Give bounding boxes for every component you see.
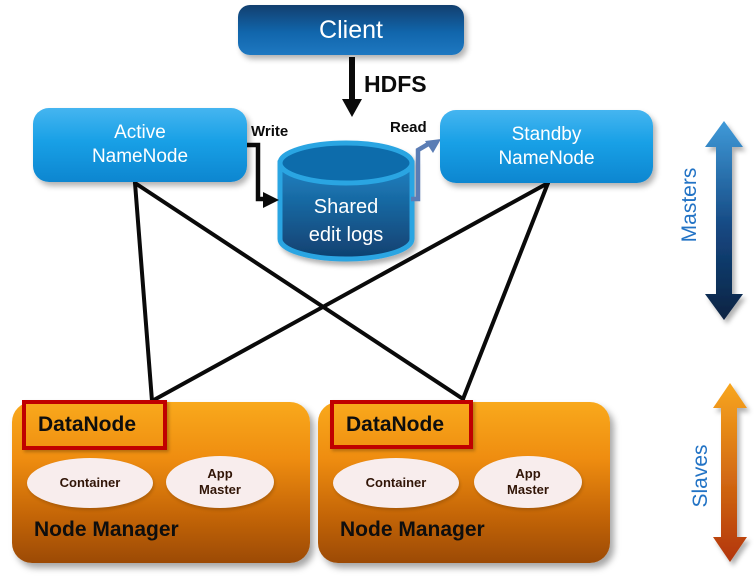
node-manager-label: Node Manager — [340, 518, 485, 541]
app-master-ellipse: App Master — [166, 456, 274, 508]
hdfs-arrowhead-icon — [342, 99, 362, 117]
container-ellipse: Container — [333, 458, 459, 508]
app-master-line1: App — [515, 466, 541, 481]
shared-edit-logs-label: Shared edit logs — [280, 193, 412, 249]
write-arrowhead-icon — [263, 192, 279, 208]
hdfs-arrow — [342, 57, 362, 117]
container-label: Container — [365, 475, 427, 490]
cylinder-top — [277, 140, 415, 186]
standby-to-datanode2-line — [461, 181, 550, 401]
node-manager-label: Node Manager — [34, 518, 179, 541]
client-label: Client — [319, 15, 383, 44]
active-to-datanode1-line — [133, 181, 154, 403]
app-master-line2: Master — [507, 482, 549, 497]
write-arrow — [246, 142, 279, 208]
app-master-ellipse: App Master — [474, 456, 582, 508]
app-master-line2: Master — [199, 482, 241, 497]
masters-label: Masters — [678, 167, 701, 243]
standby-namenode-label: Standby NameNode — [498, 123, 594, 171]
cylinder-body — [277, 160, 415, 262]
active-namenode-line2: NameNode — [91, 146, 189, 167]
shared-edit-logs-line1: Shared — [313, 196, 379, 218]
datanode-highlight-box: DataNode — [22, 400, 167, 450]
read-arrow-shaft — [411, 141, 432, 202]
standby-namenode-line1: Standby — [511, 123, 582, 145]
read-label: Read — [390, 119, 427, 136]
datanode-box-1: DataNode Container App Master Node Manag… — [12, 400, 310, 563]
read-arrowhead-icon — [425, 139, 441, 153]
hdfs-label: HDFS — [364, 71, 427, 97]
active-namenode-line1: Active — [114, 122, 166, 143]
shared-edit-logs-line2: edit logs — [308, 224, 384, 246]
slaves-label: Slaves — [689, 444, 712, 508]
standby-namenode-node: Standby NameNode — [440, 110, 653, 183]
active-namenode-label: Active NameNode — [92, 121, 188, 169]
active-to-datanode2-line — [133, 181, 465, 401]
write-arrow-shaft — [246, 142, 264, 202]
container-ellipse: Container — [27, 458, 153, 508]
standby-to-datanode1-line — [150, 181, 550, 403]
app-master-line1: App — [207, 466, 233, 481]
read-arrow — [411, 139, 441, 202]
datanode-highlight-box: DataNode — [330, 400, 473, 449]
datanode-box-2: DataNode Container App Master Node Manag… — [318, 400, 610, 563]
standby-namenode-line2: NameNode — [498, 147, 595, 169]
active-namenode-node: Active NameNode — [33, 108, 247, 182]
masters-double-arrow — [705, 121, 743, 320]
slaves-double-arrow — [713, 383, 747, 562]
datanode-title: DataNode — [38, 413, 137, 436]
datanode-title: DataNode — [346, 412, 445, 436]
shared-edit-logs-cylinder — [277, 140, 415, 262]
container-label: Container — [59, 475, 121, 490]
write-label: Write — [251, 123, 289, 140]
client-node: Client — [238, 5, 464, 55]
